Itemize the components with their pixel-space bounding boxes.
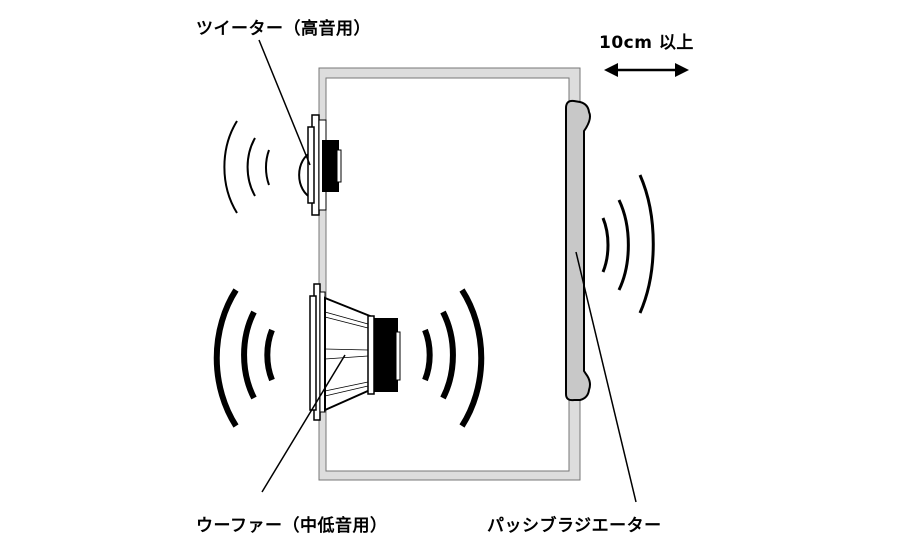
passive-radiator-icon xyxy=(565,99,591,402)
leader-lines xyxy=(258,39,637,503)
radiator-leader-line xyxy=(575,251,637,503)
tweeter-leader-line xyxy=(258,39,311,166)
radiator-sound-waves-icon xyxy=(601,174,655,314)
tweeter-label: ツイーター（高音用） xyxy=(196,19,371,39)
enclosure xyxy=(318,67,581,481)
passive-radiator-label: パッシブラジエーター xyxy=(487,516,662,536)
woofer-icon xyxy=(309,283,401,421)
clearance-label: 10cm 以上 xyxy=(599,33,694,53)
woofer-leader-line xyxy=(261,354,346,493)
clearance-arrow-icon xyxy=(604,63,689,77)
tweeter-sound-waves-icon xyxy=(223,120,270,214)
woofer-label: ウーファー（中低音用） xyxy=(196,516,388,536)
woofer-sound-waves-right-icon xyxy=(422,288,485,428)
woofer-sound-waves-left-icon xyxy=(213,288,275,428)
